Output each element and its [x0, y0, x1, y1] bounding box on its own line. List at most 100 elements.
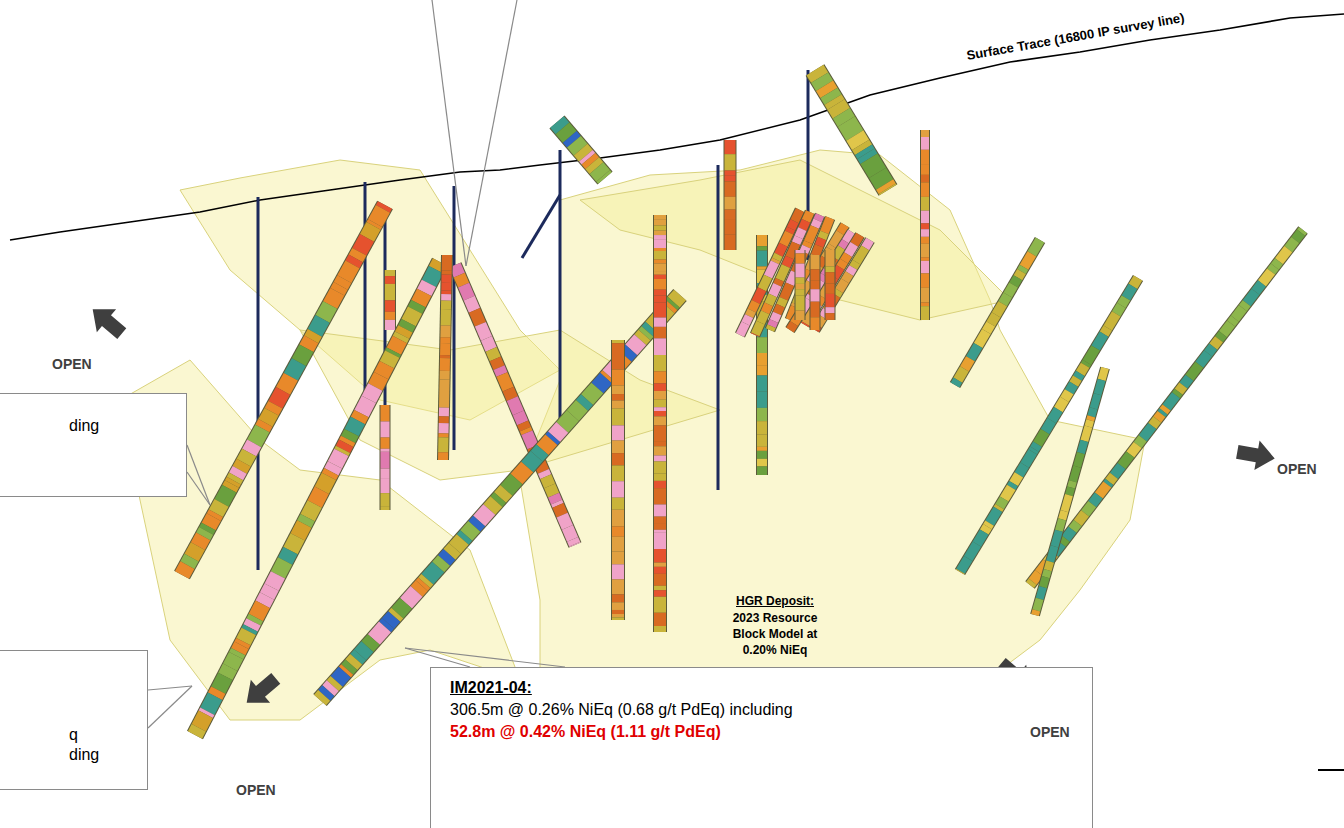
drill-hole-segment — [769, 295, 773, 304]
drill-hole-segment — [441, 275, 451, 283]
drill-hole-segment — [298, 524, 305, 537]
drill-hole-segment — [1003, 295, 1008, 304]
drill-hole-segment — [757, 466, 767, 475]
drill-hole-segment — [826, 283, 835, 294]
drill-hole-segment — [1223, 324, 1231, 335]
drill-hole-segment — [826, 315, 835, 324]
drill-hole-segment — [775, 260, 776, 263]
drill-hole-segment — [234, 476, 236, 480]
drill-hole-segment — [820, 258, 825, 266]
drill-hole-segment — [757, 251, 767, 267]
drill-hole-segment — [756, 289, 762, 302]
drill-hole-segment — [315, 490, 322, 504]
drill-hole-segment — [612, 610, 624, 614]
drill-hole-segment — [1256, 283, 1262, 291]
drill-hole-segment — [1069, 487, 1071, 495]
drill-hole-segment — [388, 617, 394, 624]
drill-hole-segment — [562, 416, 572, 428]
drill-hole-segment — [417, 586, 422, 592]
drill-hole-segment — [198, 536, 203, 546]
drill-hole-segment — [778, 245, 783, 255]
drill-hole-segment — [921, 257, 929, 261]
drill-hole-segment — [1072, 523, 1077, 530]
drill-hole-segment — [569, 538, 581, 551]
drill-hole-segment — [790, 272, 795, 284]
drill-hole-segment — [836, 105, 841, 114]
drill-hole-segment — [1033, 573, 1040, 582]
drill-hole-segment — [783, 233, 789, 245]
drill-hole-segment — [773, 285, 778, 295]
drill-hole-segment — [1032, 240, 1040, 254]
drill-hole-segment — [207, 696, 215, 711]
drill-hole-segment — [654, 442, 666, 446]
drill-hole-segment — [1096, 334, 1104, 348]
drill-hole-segment — [1081, 441, 1084, 453]
drill-hole-segment — [815, 70, 820, 78]
drill-hole-segment — [1247, 292, 1256, 304]
drill-hole-segment — [442, 255, 452, 270]
drill-hole-segment — [1138, 438, 1143, 445]
drill-hole-segment — [1059, 519, 1062, 530]
drill-hole-segment — [987, 523, 989, 527]
drill-hole-segment — [921, 273, 929, 287]
drill-hole-segment — [429, 270, 436, 284]
drill-hole-segment — [562, 515, 567, 527]
drill-hole-segment — [654, 391, 666, 400]
drill-hole-segment — [592, 163, 596, 168]
callout-text: IM2021-04: — [450, 678, 532, 698]
open-arrows — [83, 298, 1277, 715]
drill-hole-segment — [1062, 539, 1066, 544]
drill-hole-segment — [199, 714, 206, 728]
drill-hole-segment — [736, 330, 745, 339]
drill-hole-segment — [1014, 278, 1018, 285]
drill-hole-segment — [674, 295, 680, 302]
drill-hole-segment — [439, 416, 449, 423]
deposit-heading: HGR Deposit: — [715, 593, 835, 609]
drill-hole-segment — [1161, 411, 1163, 414]
drill-hole-segment — [1235, 308, 1243, 319]
drill-hole-segment — [570, 137, 574, 142]
drill-hole-segment — [385, 270, 395, 276]
drill-hole-segment — [921, 302, 929, 306]
drill-hole-segment — [757, 266, 767, 269]
drill-hole-segment — [841, 113, 846, 121]
drill-hole-segment — [825, 86, 829, 93]
drill-hole-segment — [1025, 452, 1033, 465]
drill-hole-segment — [819, 238, 822, 245]
drill-hole-segment — [440, 355, 450, 358]
drill-hole-segment — [374, 627, 385, 640]
drill-hole-segment — [796, 278, 805, 284]
drill-hole-segment — [654, 488, 666, 504]
drill-hole-segment — [361, 399, 368, 413]
drill-hole-segment — [1000, 499, 1005, 507]
drill-hole-segment — [499, 368, 502, 375]
drill-hole-segment — [826, 307, 835, 313]
drill-hole-segment — [654, 271, 666, 275]
drill-hole-segment — [789, 229, 791, 233]
drill-hole-outline — [724, 140, 737, 250]
drill-hole-segment — [654, 260, 666, 264]
drill-hole-segment — [964, 359, 970, 369]
drill-hole-segment — [869, 159, 878, 173]
drill-hole-segment — [654, 226, 666, 231]
drill-hole-segment — [1048, 562, 1050, 570]
drill-hole-segment — [654, 318, 666, 327]
drill-hole-segment — [654, 456, 666, 462]
deposit-shell — [180, 160, 560, 420]
drill-hole-segment — [1122, 455, 1131, 466]
drill-hole-outline — [920, 130, 930, 320]
drill-hole-segment — [523, 423, 526, 429]
drill-hole-segment — [725, 181, 736, 196]
drill-hole-segment — [612, 510, 624, 527]
drill-hole-segment — [654, 574, 666, 586]
drill-hole-segment — [654, 549, 666, 563]
drill-hole-segment — [1071, 481, 1073, 487]
drill-hole-segment — [1219, 334, 1223, 339]
drill-hole-segment — [921, 150, 929, 164]
open-label: OPEN — [236, 782, 276, 798]
drill-hole-segment — [839, 281, 845, 291]
drill-hole-segment — [1109, 476, 1114, 482]
drill-hole-segment — [385, 276, 395, 284]
leader-line — [187, 445, 210, 505]
drill-hole-segment — [222, 489, 230, 503]
